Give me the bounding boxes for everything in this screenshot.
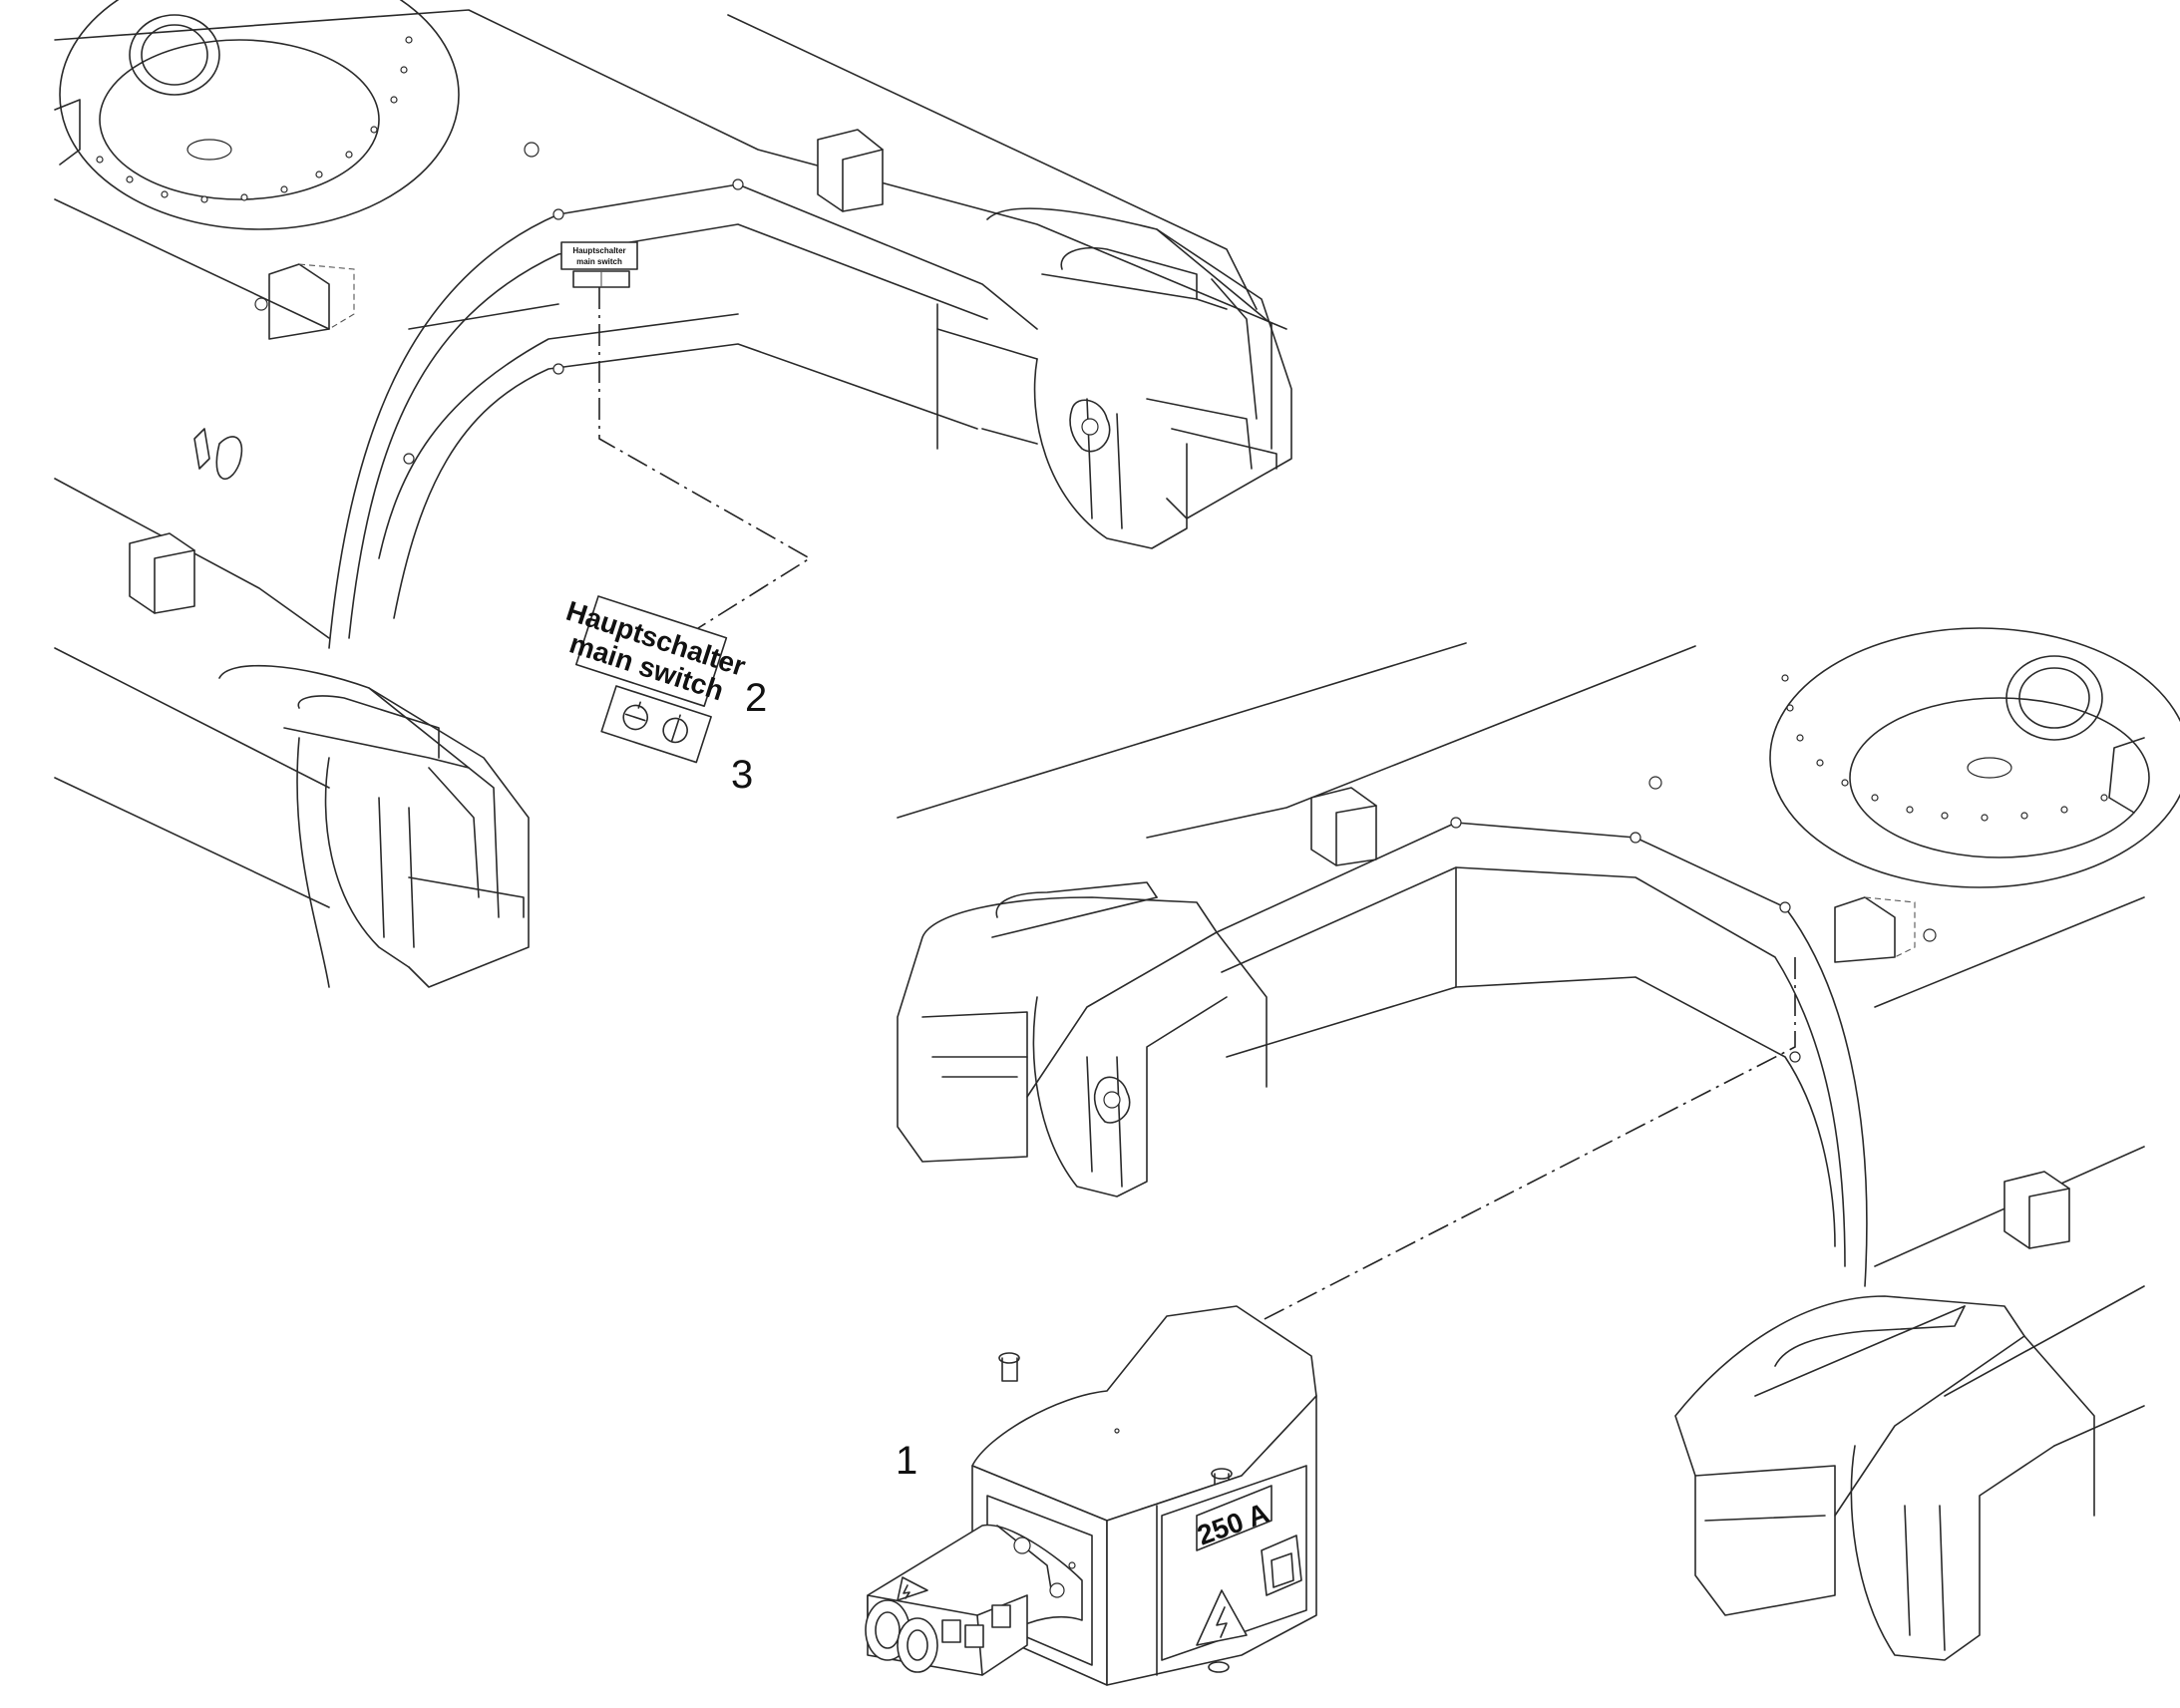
ring-bolt-holes (96, 36, 413, 203)
top-screw-left (998, 1352, 1020, 1382)
decal-on-off-symbol (600, 685, 712, 764)
warning-triangle-icon (1196, 1589, 1248, 1646)
disconnect-handle (1261, 1535, 1302, 1596)
leader-line-decal (598, 287, 812, 629)
switch-on-symbol-icon (662, 714, 688, 744)
warning-triangle-icon-left (897, 1576, 928, 1601)
decal-small-line2: main switch (576, 257, 622, 266)
decal-main-switch: Hauptschalter main switch (562, 595, 749, 707)
switch-off-symbol-icon (622, 701, 649, 731)
clamp-ring (865, 1599, 938, 1673)
callout-2: 2 (745, 676, 767, 720)
undercarriage-top-left (54, 0, 1292, 988)
decal-on-machine-small: Hauptschalter main switch (560, 241, 638, 288)
undercarriage-right (897, 627, 2180, 1661)
decal-small-line1: Hauptschalter (572, 246, 625, 255)
callout-3: 3 (731, 753, 753, 797)
main-switch-box: 250 A (865, 1305, 1317, 1686)
callout-1: 1 (896, 1439, 917, 1483)
ring-bolt-holes-right (1781, 674, 2108, 822)
